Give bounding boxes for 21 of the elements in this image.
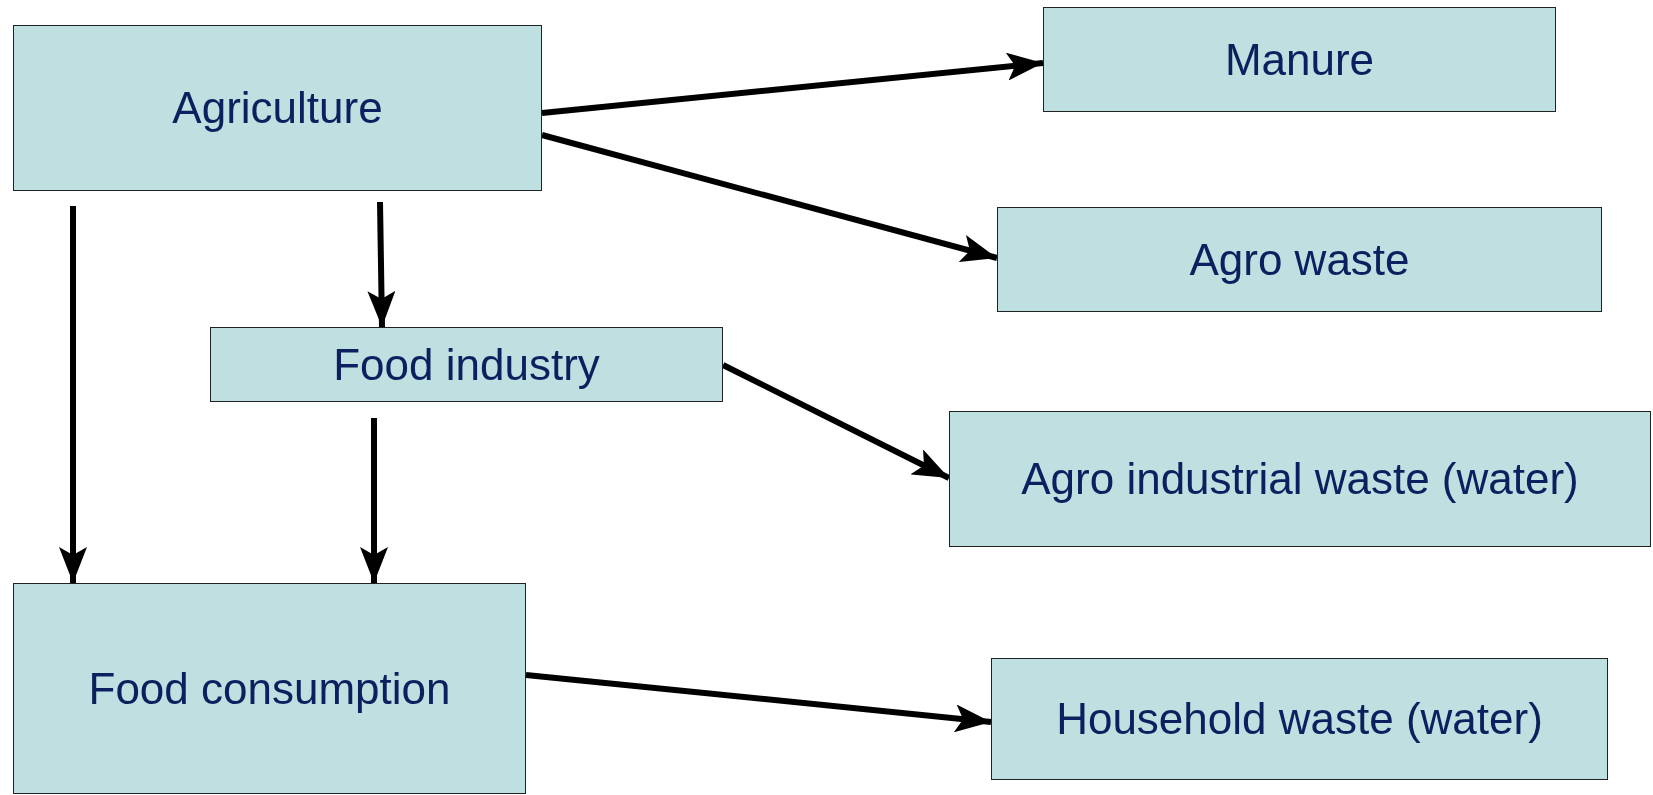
arrow <box>59 206 87 583</box>
node-label: Household waste (water) <box>1056 694 1543 744</box>
node-label: Food industry <box>333 339 600 390</box>
arrow <box>541 132 998 263</box>
node-label: Manure <box>1224 34 1375 85</box>
arrow <box>525 672 992 733</box>
node-label: Food consumption <box>88 663 451 714</box>
process-box <box>997 207 1602 312</box>
arrow <box>541 52 1044 116</box>
process-box <box>991 658 1608 780</box>
process-box <box>949 411 1651 547</box>
process-box <box>13 583 526 794</box>
arrow <box>721 362 951 481</box>
node-label: Agriculture <box>172 83 383 133</box>
process-box <box>13 25 542 191</box>
arrow <box>367 201 396 328</box>
process-box <box>1043 7 1556 112</box>
process-box <box>210 327 723 402</box>
node-label: Agro waste <box>1189 234 1410 285</box>
arrow <box>360 418 388 583</box>
node-label: Agro industrial waste (water) <box>1021 454 1579 504</box>
